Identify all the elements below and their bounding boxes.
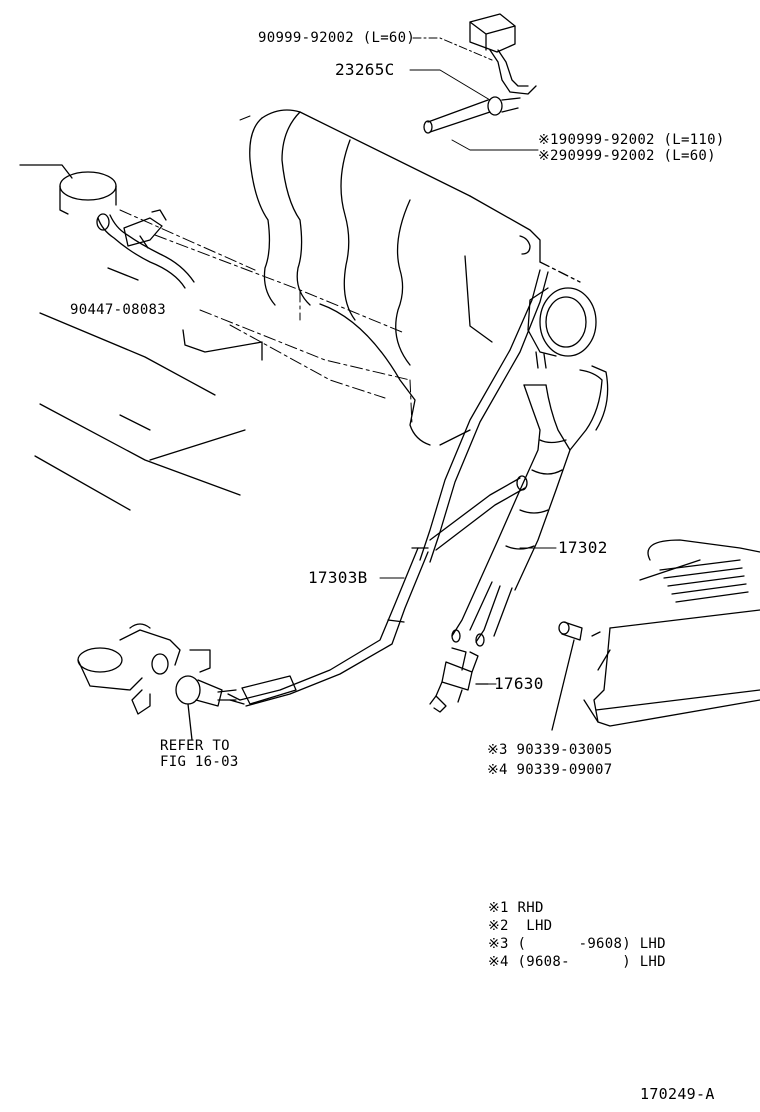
drawing-number: 170249-A: [640, 1085, 715, 1103]
engine-intake-body: [249, 109, 597, 446]
note-1: ※1 RHD: [488, 900, 544, 916]
leader-lines: [379, 547, 557, 685]
sensor-17630: [429, 647, 489, 713]
label-refer-1: REFER TO: [160, 738, 230, 754]
note-3: ※3 ( -9608) LHD: [488, 936, 666, 952]
engine-block-left: [34, 312, 263, 511]
label-hose-17303b: 17303B: [308, 568, 368, 587]
label-part-4: ※4 90339-09007: [487, 762, 613, 778]
label-hose-top: 90999-92002 (L=60): [258, 30, 416, 46]
label-hose-clip: 90447-08083: [70, 302, 167, 318]
water-outlet: [77, 623, 237, 741]
right-component: [551, 539, 760, 731]
label-sensor: 17630: [494, 674, 544, 693]
label-part-3: ※3 90339-03005: [487, 742, 613, 758]
filler-neck: [19, 164, 195, 289]
label-hose-lhd: ※290999-92002 (L=60): [538, 148, 716, 164]
label-hose-rhd: ※190999-92002 (L=110): [538, 132, 725, 148]
note-4: ※4 (9608- ) LHD: [488, 954, 666, 970]
hose-17302: [451, 365, 609, 647]
centerlines: [119, 115, 413, 426]
vsv-assembly: [423, 13, 537, 134]
hose-17303b: [227, 269, 549, 707]
label-vsv: 23265C: [335, 60, 395, 79]
note-2: ※2 LHD: [488, 918, 553, 934]
leader-lines-top: [409, 37, 539, 151]
label-hose-17302: 17302: [558, 538, 608, 557]
label-refer-2: FIG 16-03: [160, 754, 239, 770]
